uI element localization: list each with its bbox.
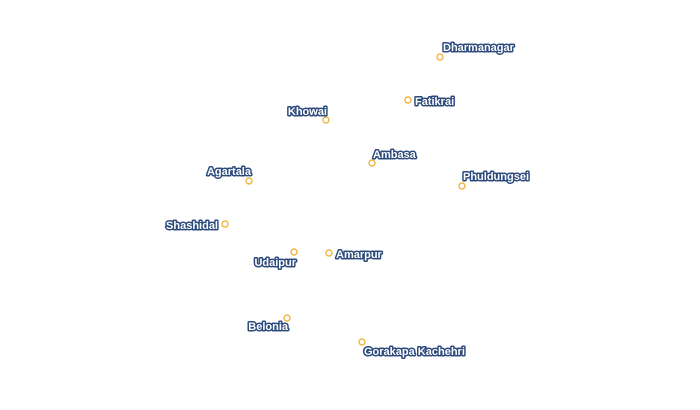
place-agartala[interactable]: Agartala [205,165,253,185]
city-label: Gorakapa Kachehri [364,346,465,358]
city-label: Khowai [288,106,327,118]
city-marker-icon [322,116,330,124]
city-marker-icon [221,220,229,228]
city-label: Udaipur [254,257,296,269]
city-marker-icon [368,159,376,167]
place-shashidal[interactable]: Shashidal [165,219,229,234]
city-marker-icon [404,96,412,104]
city-marker-icon [290,248,298,256]
city-label: Amarpur [336,249,383,261]
city-label: Shashidal [166,220,218,232]
city-label: Ambasa [373,149,417,161]
place-fatikrai[interactable]: Fatikrai [404,95,456,110]
city-label: Fatikrai [415,96,454,108]
place-dharmanagar[interactable]: Dharmanagar [436,41,516,61]
city-label: Dharmanagar [443,42,515,54]
place-belonia[interactable]: Belonia [247,314,291,335]
place-udaipur[interactable]: Udaipur [253,248,298,271]
city-marker-icon [245,177,253,185]
city-marker-icon [458,182,466,190]
city-label: Phuldungsei [463,171,529,183]
city-label: Belonia [248,321,289,333]
place-amarpur[interactable]: Amarpur [325,248,384,263]
city-marker-icon [436,53,444,61]
place-gorakapa-kachehri[interactable]: Gorakapa Kachehri [358,338,466,360]
city-marker-icon [283,314,291,322]
place-phuldungsei[interactable]: Phuldungsei [458,170,531,190]
place-ambasa[interactable]: Ambasa [368,148,418,167]
city-marker-icon [358,338,366,346]
city-marker-icon [325,249,333,257]
city-label: Agartala [207,166,252,178]
place-khowai[interactable]: Khowai [286,105,330,124]
